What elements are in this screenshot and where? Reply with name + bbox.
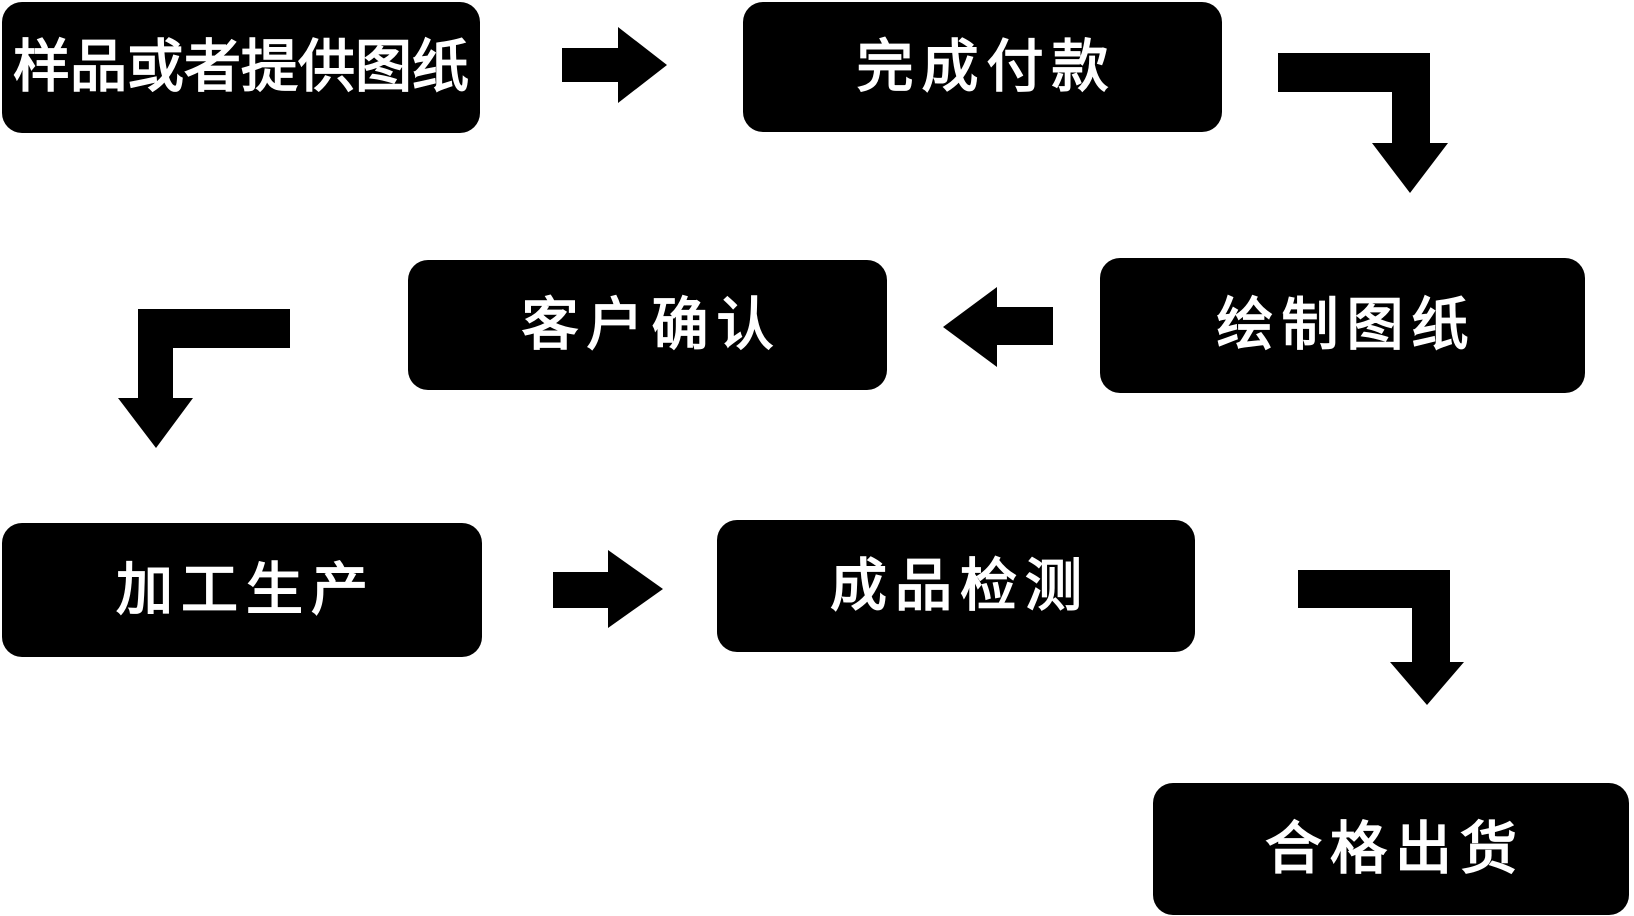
right-arrow-shape bbox=[562, 27, 667, 103]
node-sample-or-drawings: 样品或者提供图纸 bbox=[2, 2, 480, 133]
elbow-right-down-arrow-shape bbox=[1298, 570, 1464, 705]
elbow-right-down-arrow-shape bbox=[1278, 53, 1448, 193]
arrow-production-to-inspection-icon bbox=[553, 550, 663, 628]
arrow-payment-to-drawing-icon bbox=[1278, 53, 1448, 193]
right-arrow-shape bbox=[553, 550, 663, 628]
arrow-confirm-to-production-icon bbox=[118, 309, 290, 448]
arrow-sample-to-payment-icon bbox=[562, 27, 667, 103]
node-qualified-shipment: 合格出货 bbox=[1153, 783, 1629, 915]
node-complete-payment: 完成付款 bbox=[743, 2, 1222, 132]
arrow-drawing-to-confirm-icon bbox=[943, 287, 1053, 367]
node-draw-drawings: 绘制图纸 bbox=[1100, 258, 1585, 393]
left-arrow-shape bbox=[943, 287, 1053, 367]
node-customer-confirm: 客户确认 bbox=[408, 260, 887, 390]
node-processing-production: 加工生产 bbox=[2, 523, 482, 657]
arrow-inspection-to-shipment-icon bbox=[1298, 570, 1464, 705]
elbow-left-down-arrow-shape bbox=[118, 309, 290, 448]
node-product-inspection: 成品检测 bbox=[717, 520, 1195, 652]
